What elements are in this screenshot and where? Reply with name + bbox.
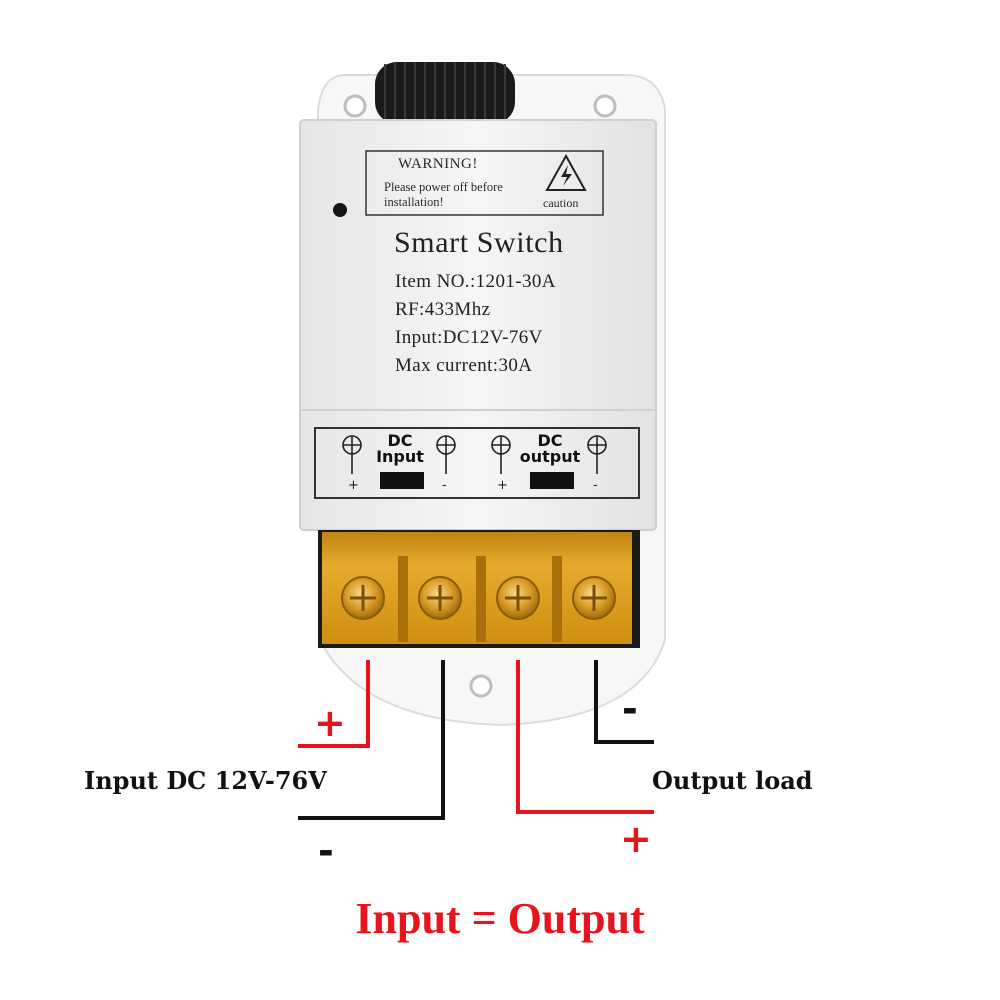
- output-minus-sign: -: [622, 687, 638, 731]
- input-minus-wire: [298, 660, 445, 820]
- spec-max-current: Max current:30A: [395, 355, 533, 376]
- output-plus-wire: [516, 660, 654, 814]
- equation-banner: Input = Output: [355, 894, 645, 943]
- antenna-coil: [375, 62, 515, 124]
- caution-label: caution: [543, 196, 579, 210]
- input-terminal-label: DC Input: [370, 433, 430, 465]
- spec-rf: RF:433Mhz: [395, 299, 491, 320]
- warning-text: Please power off before installation!: [384, 180, 503, 209]
- polarity-mark-2: -: [442, 478, 447, 493]
- warning-box: [365, 150, 604, 216]
- output-caption: Output load: [652, 766, 813, 795]
- input-plus-wire: [298, 660, 370, 748]
- mounting-hole-top-right: [593, 94, 617, 118]
- spec-input: Input:DC12V-76V: [395, 327, 543, 348]
- wires: [298, 660, 654, 820]
- input-label-bar: [380, 472, 424, 489]
- output-label-text: output: [519, 447, 581, 466]
- mounting-hole-top-left: [343, 94, 367, 118]
- output-label-dc: DC: [537, 431, 563, 450]
- input-label-text: Input: [376, 447, 424, 466]
- device-title: Smart Switch: [394, 226, 564, 259]
- polarity-mark-3: +: [497, 478, 508, 493]
- output-plus-sign: +: [620, 817, 652, 861]
- caution-triangle-icon: [545, 153, 587, 191]
- output-minus-wire: [594, 660, 654, 744]
- terminal-screws: [341, 576, 616, 620]
- mounting-hole-bottom: [469, 674, 493, 698]
- output-terminal-label: DC output: [514, 433, 586, 465]
- input-label-dc: DC: [387, 431, 413, 450]
- input-caption: Input DC 12V-76V: [84, 766, 327, 795]
- input-plus-sign: +: [314, 701, 346, 745]
- polarity-mark-4: -: [593, 478, 598, 493]
- spec-item-no: Item NO.:1201-30A: [395, 271, 556, 292]
- warning-title: WARNING!: [398, 156, 478, 172]
- indicator-led: [333, 203, 347, 217]
- terminal-symbols: [342, 435, 607, 474]
- output-label-bar: [530, 472, 574, 489]
- terminal-label-panel: [314, 427, 640, 499]
- input-minus-sign: -: [318, 829, 334, 873]
- polarity-mark-1: +: [348, 478, 359, 493]
- terminal-dividers: [398, 556, 562, 642]
